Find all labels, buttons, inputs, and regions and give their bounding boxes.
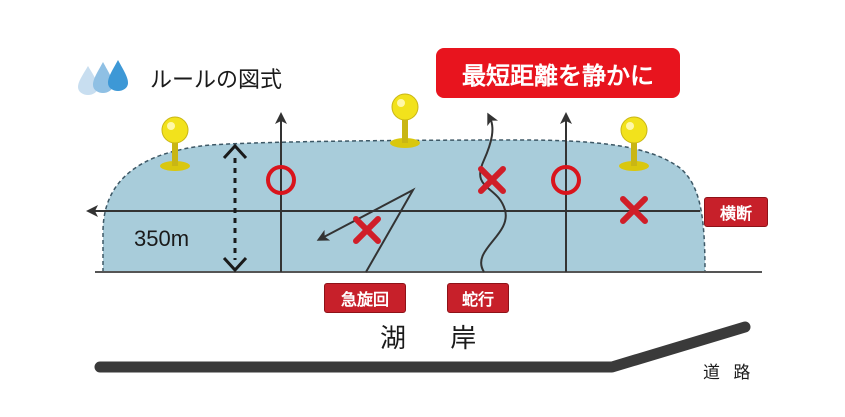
distance-indicator <box>222 143 248 273</box>
cross-ng-icon <box>620 196 648 224</box>
sharp-turn-label: 急旋回 <box>324 283 406 313</box>
buoy-icon <box>619 116 649 171</box>
circle-ok-icon <box>551 165 581 195</box>
sharp-turn-path <box>316 187 416 273</box>
cross-ng-icon <box>478 166 506 194</box>
water-drops-icon <box>78 60 128 95</box>
distance-label: 350m <box>134 226 190 251</box>
diagram-title: ルールの図式 <box>150 68 283 93</box>
rule-banner: 最短距離を静かに <box>436 48 680 98</box>
lakeshore-label: 湖 岸 <box>380 324 495 354</box>
buoy-icon <box>390 93 420 148</box>
road-label: 道 路 <box>703 363 755 383</box>
crossing-label: 横断 <box>704 197 768 227</box>
snaking-label: 蛇行 <box>447 283 509 313</box>
road-line <box>94 321 751 373</box>
buoy-icon <box>160 116 190 171</box>
circle-ok-icon <box>266 165 296 195</box>
snaking-path <box>479 112 507 273</box>
cross-ng-icon <box>353 216 381 244</box>
